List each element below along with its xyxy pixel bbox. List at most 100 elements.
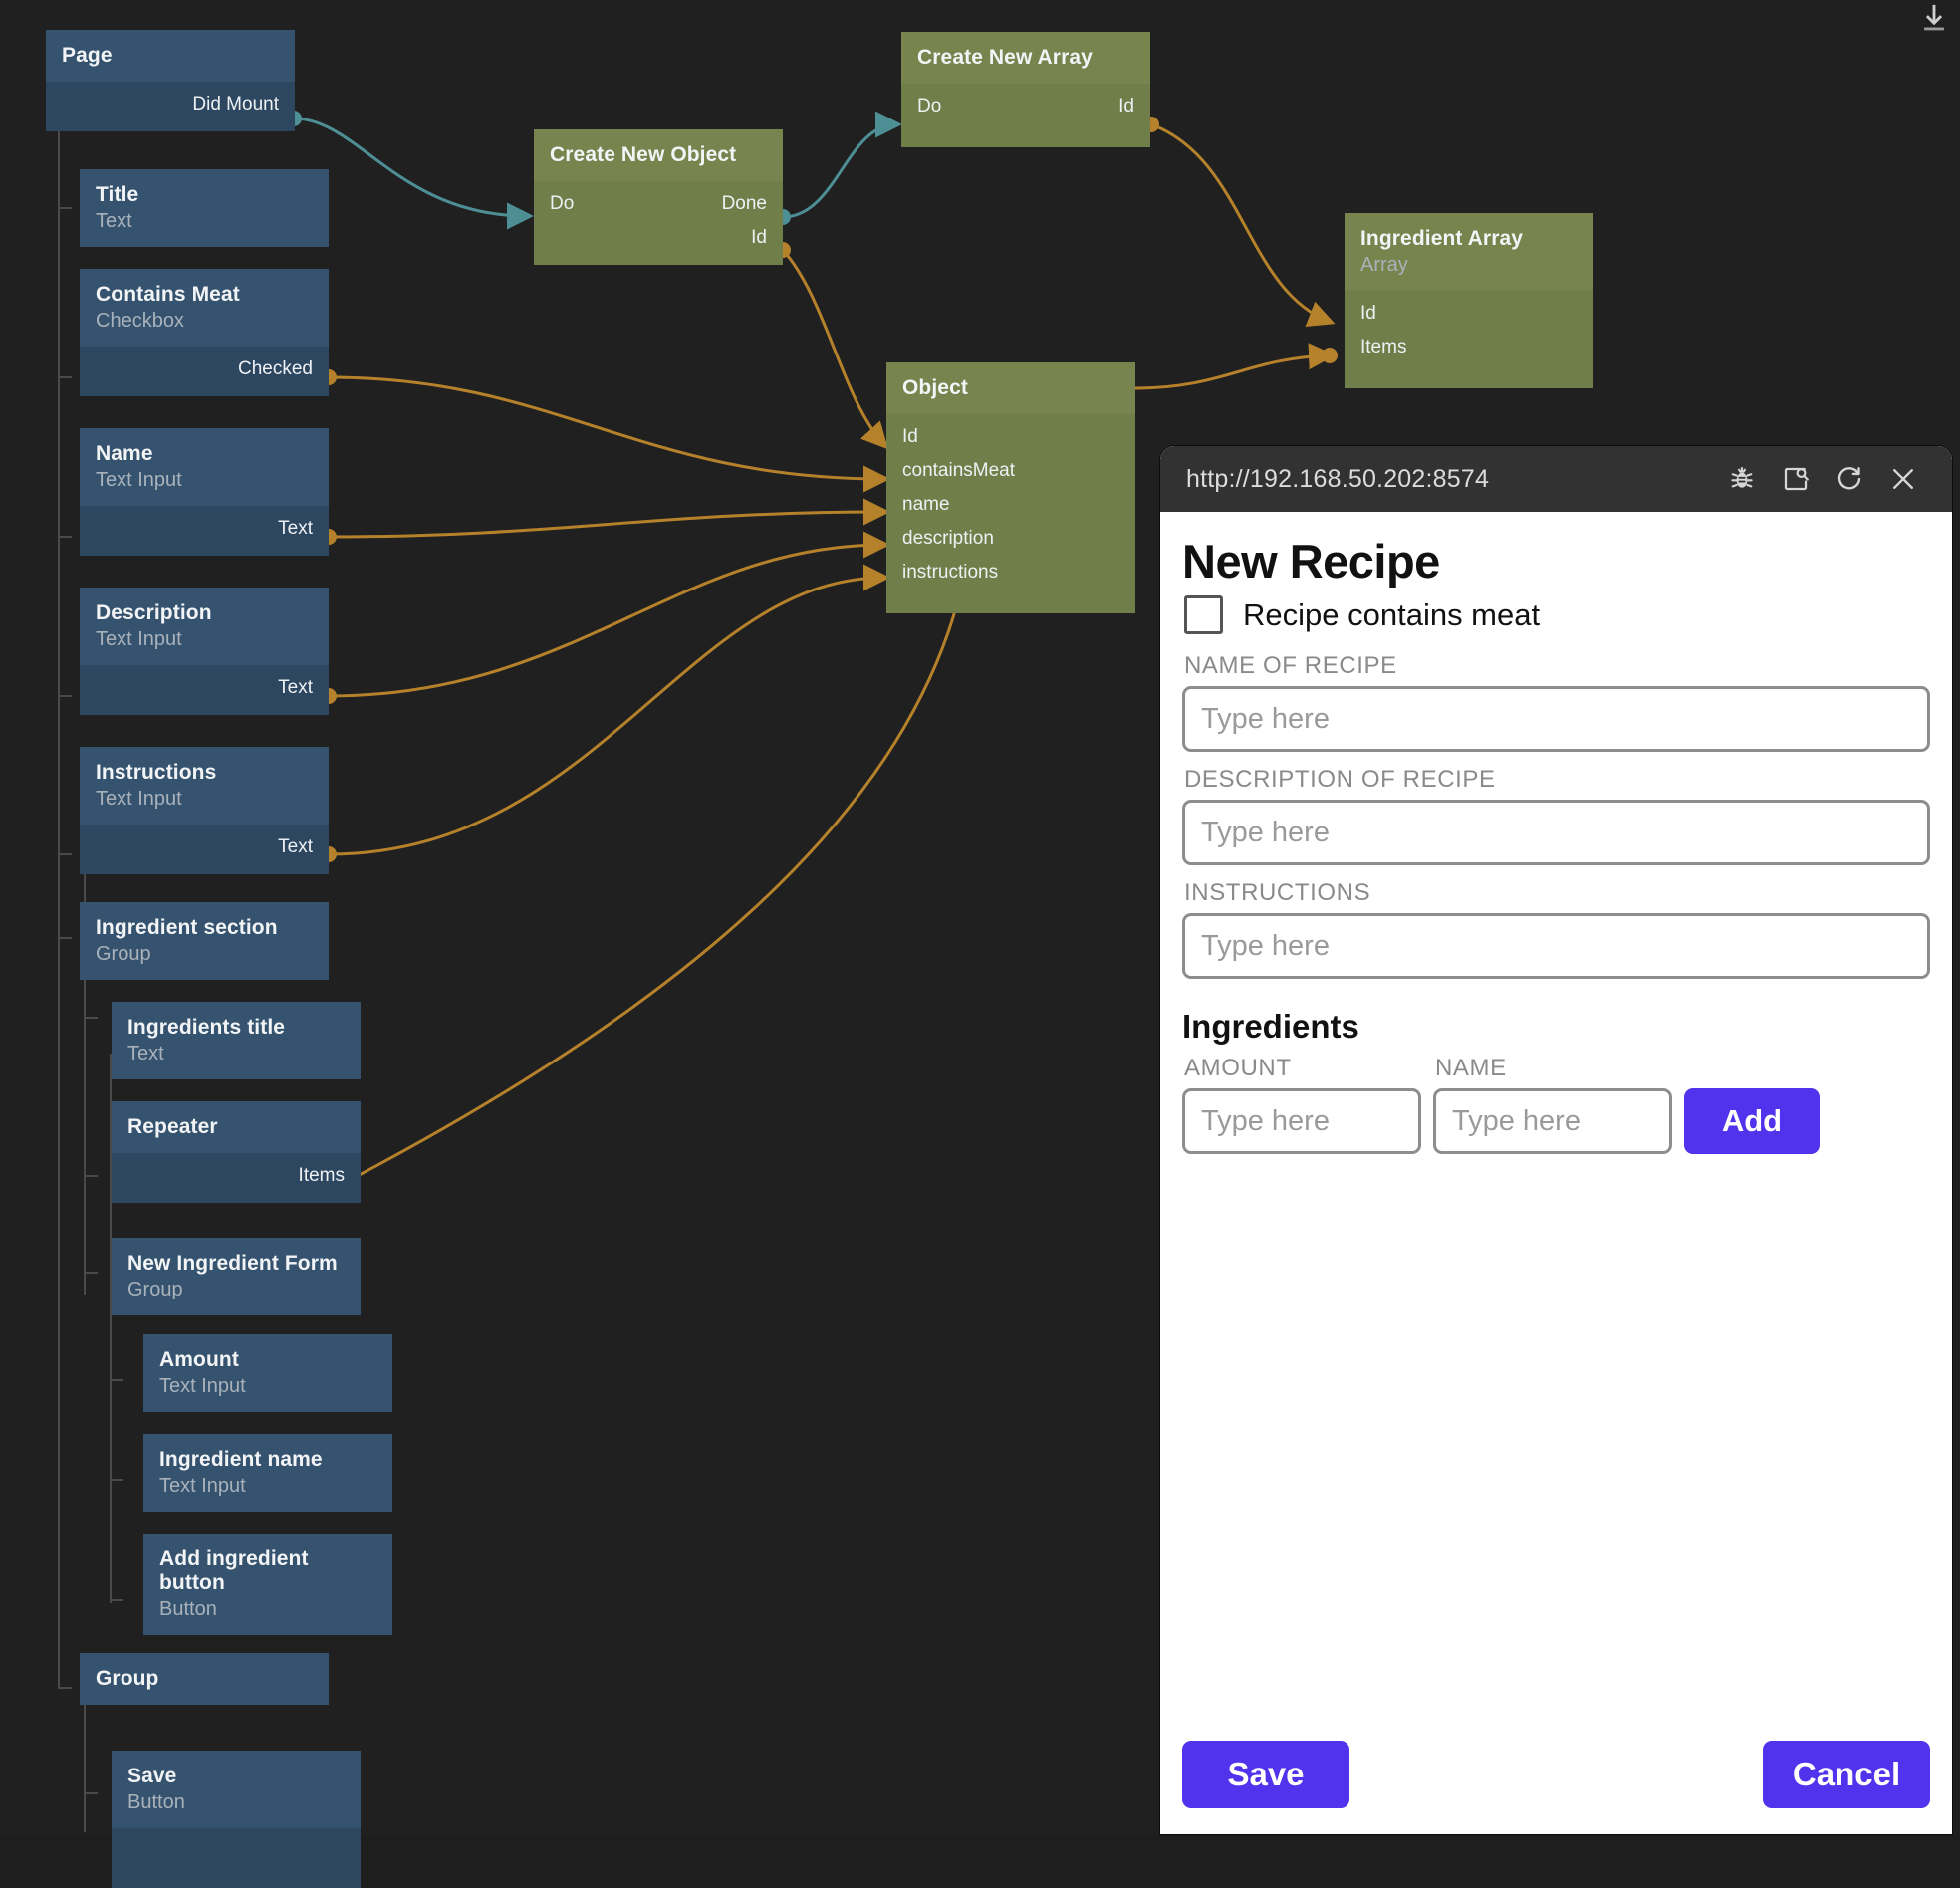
node-title-label: Amount — [159, 1348, 239, 1371]
node-title-label: Save — [127, 1765, 177, 1787]
node-header: Object — [886, 362, 1135, 414]
node-header: Name Text Input — [80, 428, 329, 506]
node-subtitle: Group — [96, 943, 151, 965]
reload-icon[interactable] — [1823, 458, 1876, 500]
preview-page: New Recipe Recipe contains meat NAME OF … — [1160, 512, 1952, 1834]
port-do[interactable]: Do — [550, 193, 575, 214]
tree-guide — [110, 1304, 112, 1603]
node-title[interactable]: Title Text — [80, 169, 329, 247]
node-header: Group — [80, 1653, 329, 1705]
name-of-recipe-input[interactable] — [1182, 686, 1930, 752]
node-group[interactable]: Group — [80, 1653, 329, 1705]
preview-panel[interactable]: http://192.168.50.202:8574 — [1160, 446, 1952, 1834]
ingredient-name-label: NAME — [1435, 1055, 1507, 1081]
port-contains-meat[interactable]: containsMeat — [902, 460, 1016, 481]
port-text[interactable]: Text — [278, 677, 313, 698]
ingredient-name-input[interactable] — [1433, 1088, 1672, 1154]
port-checked[interactable]: Checked — [238, 358, 313, 379]
node-subtitle: Button — [159, 1598, 217, 1620]
node-create-new-array[interactable]: Create New Array Do Id — [901, 32, 1150, 147]
port-do[interactable]: Do — [917, 96, 942, 117]
node-save[interactable]: Save Button — [112, 1751, 361, 1888]
download-icon[interactable] — [1916, 2, 1952, 36]
node-subtitle: Group — [127, 1279, 183, 1300]
node-title-label: Contains Meat — [96, 283, 240, 306]
contains-meat-row: Recipe contains meat — [1184, 595, 1930, 634]
save-button[interactable]: Save — [1182, 1741, 1349, 1808]
node-body: Do Done Id — [534, 181, 783, 265]
node-amount[interactable]: Amount Text Input — [143, 1334, 392, 1412]
instructions-input[interactable] — [1182, 913, 1930, 979]
node-description[interactable]: Description Text Input Text — [80, 588, 329, 715]
node-subtitle: Text Input — [96, 788, 182, 810]
node-header: Page — [46, 30, 295, 82]
node-title-label: Repeater — [127, 1115, 218, 1138]
contains-meat-checkbox[interactable] — [1184, 595, 1223, 634]
port-name[interactable]: name — [902, 494, 950, 515]
node-add-ingredient-button[interactable]: Add ingredient button Button — [143, 1534, 392, 1635]
port-done[interactable]: Done — [721, 193, 767, 214]
node-header: Amount Text Input — [143, 1334, 392, 1412]
port-did-mount[interactable]: Did Mount — [192, 94, 279, 115]
port-id[interactable]: Id — [1118, 96, 1134, 117]
page-title: New Recipe — [1182, 535, 1440, 588]
ingredient-form-row: AMOUNT NAME Add — [1182, 1055, 1930, 1154]
node-header: Repeater — [112, 1101, 361, 1153]
node-header: Save Button — [112, 1751, 361, 1828]
node-ingredient-name[interactable]: Ingredient name Text Input — [143, 1434, 392, 1512]
node-ingredient-section[interactable]: Ingredient section Group — [80, 902, 329, 980]
node-title-label: Create New Object — [550, 143, 737, 166]
port-text[interactable]: Text — [278, 518, 313, 539]
node-title-label: Create New Array — [917, 46, 1093, 69]
description-of-recipe-label: DESCRIPTION OF RECIPE — [1184, 766, 1496, 793]
tree-guide — [58, 937, 72, 939]
contains-meat-label: Recipe contains meat — [1243, 596, 1541, 632]
description-of-recipe-input[interactable] — [1182, 800, 1930, 865]
debug-icon[interactable] — [1715, 458, 1769, 500]
port-instructions[interactable]: instructions — [902, 562, 999, 583]
tree-guide — [84, 1693, 86, 1832]
node-body: Id Items — [1345, 291, 1593, 388]
node-title-label: Ingredients title — [127, 1016, 286, 1039]
node-create-new-object[interactable]: Create New Object Do Done Id — [534, 129, 783, 265]
node-body: Text — [80, 506, 329, 556]
node-ingredient-array[interactable]: Ingredient Array Array Id Items — [1345, 213, 1593, 388]
port-id[interactable]: Id — [1360, 303, 1376, 324]
node-subtitle: Text Input — [96, 628, 182, 650]
port-id[interactable]: Id — [751, 227, 767, 248]
tree-guide — [58, 695, 72, 697]
port-items[interactable]: Items — [1360, 337, 1407, 357]
amount-label: AMOUNT — [1184, 1055, 1292, 1081]
node-subtitle: Checkbox — [96, 310, 184, 332]
port-text[interactable]: Text — [278, 836, 313, 857]
node-contains-meat[interactable]: Contains Meat Checkbox Checked — [80, 269, 329, 396]
node-ingredients-title[interactable]: Ingredients title Text — [112, 1002, 361, 1079]
address-bar[interactable]: http://192.168.50.202:8574 — [1186, 464, 1490, 493]
node-title-label: Ingredient name — [159, 1448, 323, 1471]
port-items[interactable]: Items — [298, 1165, 345, 1186]
preview-footer: Save Cancel — [1160, 1741, 1952, 1834]
node-instructions[interactable]: Instructions Text Input Text — [80, 747, 329, 874]
node-header: Ingredient name Text Input — [143, 1434, 392, 1512]
node-name[interactable]: Name Text Input Text — [80, 428, 329, 556]
add-ingredient-button[interactable]: Add — [1684, 1088, 1820, 1154]
node-subtitle: Text Input — [96, 469, 182, 491]
node-body — [112, 1828, 361, 1888]
node-header: Create New Array — [901, 32, 1150, 84]
node-new-ingredient-form[interactable]: New Ingredient Form Group — [112, 1238, 361, 1315]
node-header: Description Text Input — [80, 588, 329, 665]
port-id[interactable]: Id — [902, 426, 918, 447]
node-repeater[interactable]: Repeater Items — [112, 1101, 361, 1203]
preview-content: New Recipe Recipe contains meat NAME OF … — [1160, 512, 1952, 1741]
port-description[interactable]: description — [902, 528, 994, 549]
close-icon[interactable] — [1876, 458, 1930, 500]
cancel-button[interactable]: Cancel — [1763, 1741, 1930, 1808]
inspect-icon[interactable] — [1769, 458, 1823, 500]
node-title-label: Description — [96, 601, 212, 624]
tree-guide — [84, 1175, 98, 1177]
amount-input[interactable] — [1182, 1088, 1421, 1154]
node-page[interactable]: Page Did Mount — [46, 30, 295, 131]
node-object[interactable]: Object Id containsMeat name description … — [886, 362, 1135, 613]
node-title-label: Group — [96, 1667, 159, 1690]
node-body: Text — [80, 665, 329, 715]
